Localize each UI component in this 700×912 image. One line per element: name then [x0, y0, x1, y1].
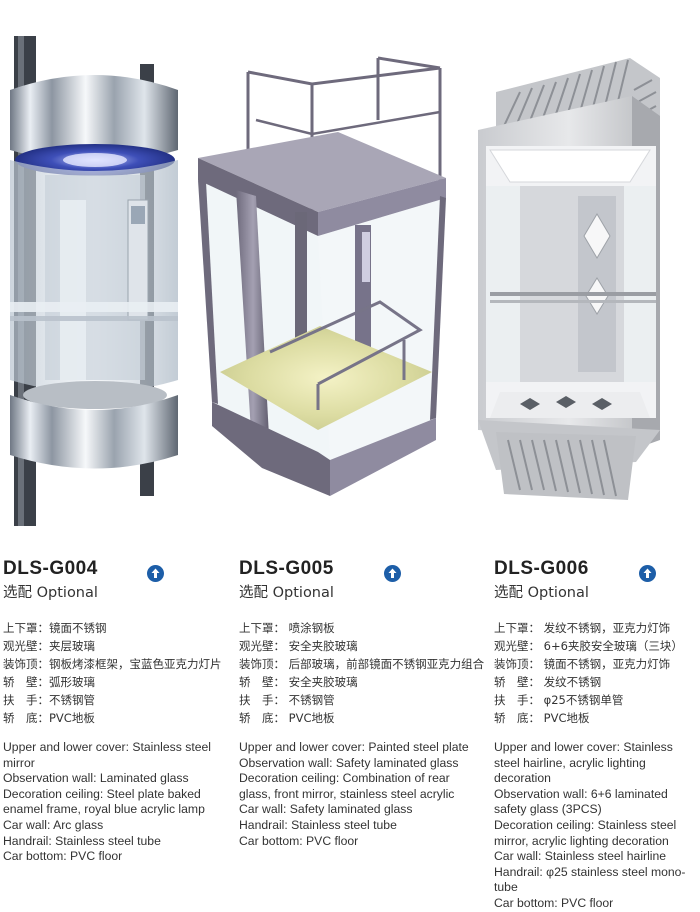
spec-en-observation-wall: Observation wall: 6+6 laminated safety g…	[494, 786, 668, 817]
spec-en-car-bottom: Car bottom: PVC floor	[494, 895, 614, 910]
spec-cn-ceiling: 装饰顶： 后部玻璃，前部镜面不锈钢亚克力组合	[239, 657, 485, 671]
elevator-g005-illustration	[198, 56, 446, 496]
spec-cn-cover: 上下罩： 发纹不锈钢，亚克力灯饰	[494, 621, 671, 635]
specs-chinese: 上下罩：镜面不锈钢 观光壁：夹层玻璃 装饰顶：钢板烤漆框架，宝蓝色亚克力灯片 轿…	[3, 619, 231, 727]
spec-cn-car-bottom: 轿 底：PVC地板	[3, 711, 95, 725]
spec-en-cover: Upper and lower cover: Stainless steel h…	[494, 740, 673, 786]
spec-cn-handrail: 扶 手： φ25不锈钢单管	[494, 693, 624, 707]
spec-cn-handrail: 扶 手：不锈钢管	[3, 693, 95, 707]
spec-en-cover: Upper and lower cover: Painted steel pla…	[239, 740, 469, 754]
model-name: DLS-G004	[3, 558, 98, 579]
spec-cn-observation-wall: 观光壁： 6+6夹胶安全玻璃（三块）	[494, 639, 683, 653]
spec-cn-ceiling: 装饰顶： 镜面不锈钢，亚克力灯饰	[494, 657, 671, 671]
spec-en-handrail: Handrail: φ25 stainless steel mono-tube	[494, 864, 686, 895]
specs-english: Upper and lower cover: Painted steel pla…	[239, 740, 474, 849]
optional-label: 选配 Optional	[494, 585, 589, 601]
spec-en-observation-wall: Observation wall: Laminated glass	[3, 771, 189, 786]
elevator-g006-illustration	[478, 58, 660, 500]
spec-cn-cover: 上下罩：镜面不锈钢	[3, 621, 107, 635]
product-column-g006: DLS-G006 选配 Optional 上下罩： 发纹不锈钢，亚克力灯饰 观光…	[494, 556, 699, 912]
spec-en-ceiling: Decoration ceiling: Combination of rear …	[239, 771, 455, 801]
elevator-g004-illustration	[10, 36, 178, 526]
spec-cn-observation-wall: 观光壁： 安全夹胶玻璃	[239, 639, 358, 653]
spec-en-observation-wall: Observation wall: Safety laminated glass	[239, 755, 459, 770]
spec-en-ceiling: Decoration ceiling: Steel plate baked en…	[3, 786, 205, 817]
up-arrow-icon	[147, 565, 164, 582]
spec-cn-car-wall: 轿 壁： 发纹不锈钢	[494, 675, 602, 689]
spec-cn-cover: 上下罩： 喷涂钢板	[239, 621, 335, 635]
model-name: DLS-G006	[494, 558, 589, 579]
specs-chinese: 上下罩： 发纹不锈钢，亚克力灯饰 观光壁： 6+6夹胶安全玻璃（三块） 装饰顶：…	[494, 619, 699, 727]
product-column-g004: DLS-G004 选配 Optional 上下罩：镜面不锈钢 观光壁：夹层玻璃 …	[3, 556, 231, 865]
spec-cn-car-wall: 轿 壁： 安全夹胶玻璃	[239, 675, 358, 689]
optional-label: 选配 Optional	[239, 585, 334, 601]
spec-cn-ceiling: 装饰顶：钢板烤漆框架，宝蓝色亚克力灯片	[3, 657, 222, 671]
product-column-g005: DLS-G005 选配 Optional 上下罩： 喷涂钢板 观光壁： 安全夹胶…	[239, 556, 485, 849]
spec-en-car-wall: Car wall: Safety laminated glass	[239, 802, 413, 817]
spec-en-car-bottom: Car bottom: PVC floor	[239, 833, 359, 848]
spec-en-handrail: Handrail: Stainless steel tube	[239, 817, 397, 832]
specs-chinese: 上下罩： 喷涂钢板 观光壁： 安全夹胶玻璃 装饰顶： 后部玻璃，前部镜面不锈钢亚…	[239, 619, 485, 727]
spec-en-cover: Upper and lower cover: Stainless steel m…	[3, 740, 211, 770]
spec-cn-car-bottom: 轿 底： PVC地板	[239, 711, 335, 725]
up-arrow-icon	[639, 565, 656, 582]
specs-english: Upper and lower cover: Stainless steel m…	[3, 740, 231, 865]
spec-en-car-wall: Car wall: Arc glass	[3, 817, 104, 832]
elevator-illustrations	[10, 36, 660, 526]
spec-cn-handrail: 扶 手： 不锈钢管	[239, 693, 335, 707]
spec-en-car-wall: Car wall: Stainless steel hairline	[494, 849, 667, 864]
up-arrow-icon	[384, 565, 401, 582]
spec-cn-observation-wall: 观光壁：夹层玻璃	[3, 639, 95, 653]
optional-label: 选配 Optional	[3, 585, 98, 601]
model-name: DLS-G005	[239, 558, 334, 579]
spec-en-handrail: Handrail: Stainless steel tube	[3, 833, 161, 848]
spec-en-car-bottom: Car bottom: PVC floor	[3, 849, 123, 864]
specs-english: Upper and lower cover: Stainless steel h…	[494, 740, 699, 912]
spec-en-ceiling: Decoration ceiling: Stainless steel mirr…	[494, 817, 677, 848]
spec-cn-car-wall: 轿 壁：弧形玻璃	[3, 675, 95, 689]
spec-cn-car-bottom: 轿 底： PVC地板	[494, 711, 590, 725]
